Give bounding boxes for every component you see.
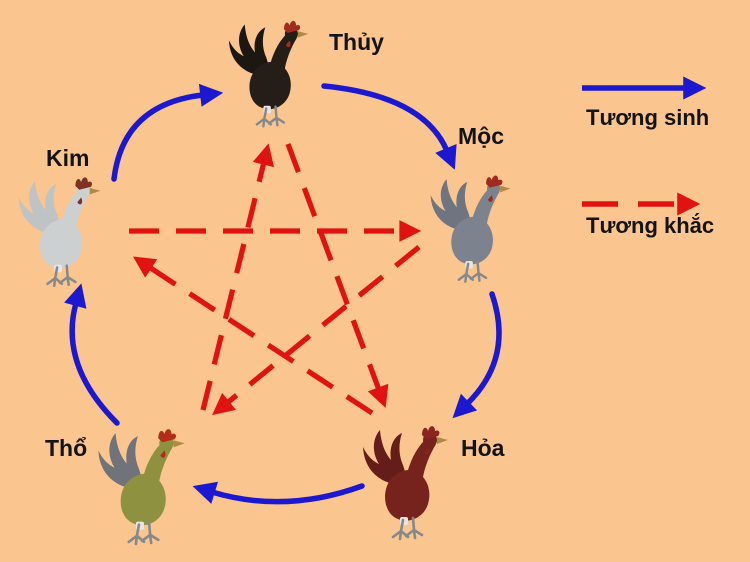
rooster-hoa [356, 420, 456, 546]
rooster-kim [12, 174, 108, 290]
element-label-tho: Thổ [45, 435, 88, 461]
khac-arrow-tho-thuy [200, 143, 274, 411]
rooster-moc [424, 172, 518, 286]
sinh-arrow-tho-kim [64, 283, 120, 426]
element-label-moc: Mộc [458, 123, 504, 149]
rooster-thuy [220, 18, 318, 130]
sinh-arrow-kim-thuy [111, 83, 224, 182]
khac-arrow-hoa-kim [132, 256, 374, 416]
element-label-hoa: Hỏa [461, 435, 505, 461]
rooster-tho [88, 426, 196, 548]
sinh-arrow-hoa-tho [192, 481, 365, 505]
khac-arrow-thuy-hoa [285, 143, 389, 409]
sinh-arrow-thuy-moc [321, 83, 457, 170]
legend-label-tuong-khac: Tương khắc [586, 213, 715, 238]
legend-label-tuong-sinh: Tương sinh [586, 105, 710, 130]
sinh-arrow-moc-hoa [452, 291, 502, 419]
khac-arrow-moc-tho [212, 244, 421, 416]
element-label-thuy: Thủy [329, 29, 384, 55]
element-label-kim: Kim [46, 145, 90, 171]
